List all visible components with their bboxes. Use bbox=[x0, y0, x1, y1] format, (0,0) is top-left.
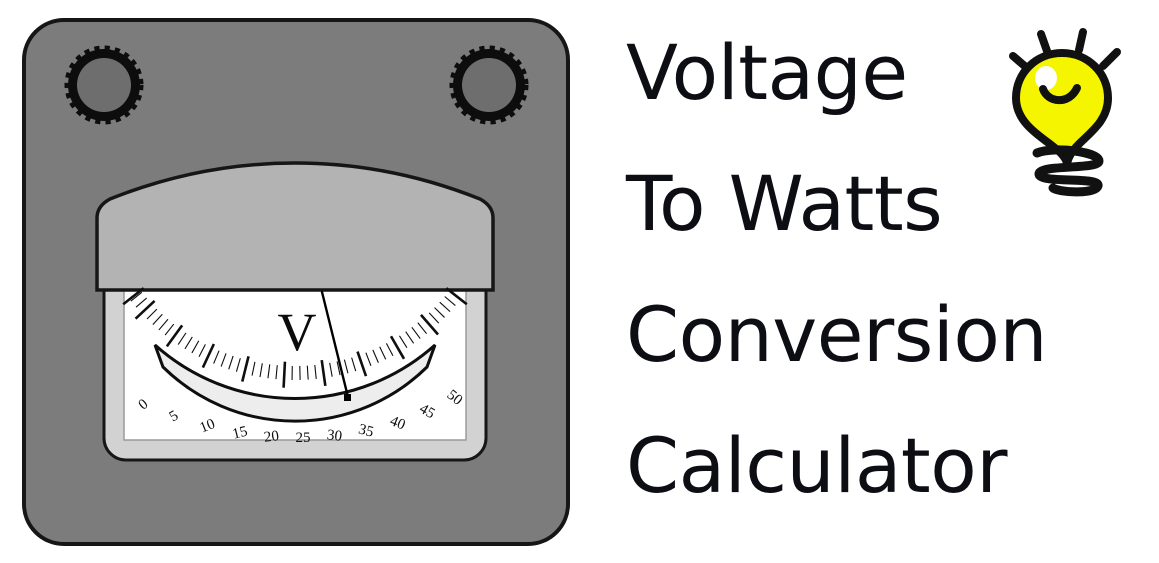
tick-label: 35 bbox=[357, 422, 375, 441]
tick-label: 20 bbox=[263, 428, 280, 446]
tick-label: 30 bbox=[326, 427, 343, 445]
scale-arc-band bbox=[153, 343, 437, 423]
analog-voltmeter: 0 5 10 15 20 25 30 35 40 45 50 V bbox=[22, 18, 570, 546]
scale-major-ticks bbox=[122, 287, 468, 388]
meter-needle bbox=[320, 290, 350, 399]
tick-label: 25 bbox=[296, 430, 311, 446]
page-title-line-1: Voltage bbox=[626, 28, 908, 117]
bulb-base-icon bbox=[1032, 145, 1104, 197]
tick-label: 40 bbox=[388, 413, 408, 433]
left-knob-cap bbox=[77, 58, 131, 112]
page-title-line-2: To Watts bbox=[626, 159, 943, 248]
needle-pivot bbox=[344, 394, 351, 401]
page-title-line-4: Calculator bbox=[626, 421, 1007, 510]
right-knob-cap bbox=[462, 58, 516, 112]
tick-label: 15 bbox=[231, 424, 249, 443]
left-knob[interactable] bbox=[64, 45, 144, 125]
tick-label: 10 bbox=[198, 416, 218, 436]
bulb-highlight-icon bbox=[1035, 66, 1057, 90]
title-block: Voltage To Watts Conversion Calculator bbox=[614, 0, 1159, 563]
meter-hood bbox=[95, 161, 495, 292]
bulb-smile-icon bbox=[1039, 84, 1081, 105]
light-bulb-icon bbox=[1009, 28, 1121, 197]
meter-unit-label: V bbox=[278, 302, 317, 362]
page-title-line-3: Conversion bbox=[626, 290, 1048, 379]
right-knob[interactable] bbox=[449, 45, 529, 125]
tick-label: 45 bbox=[417, 401, 438, 422]
